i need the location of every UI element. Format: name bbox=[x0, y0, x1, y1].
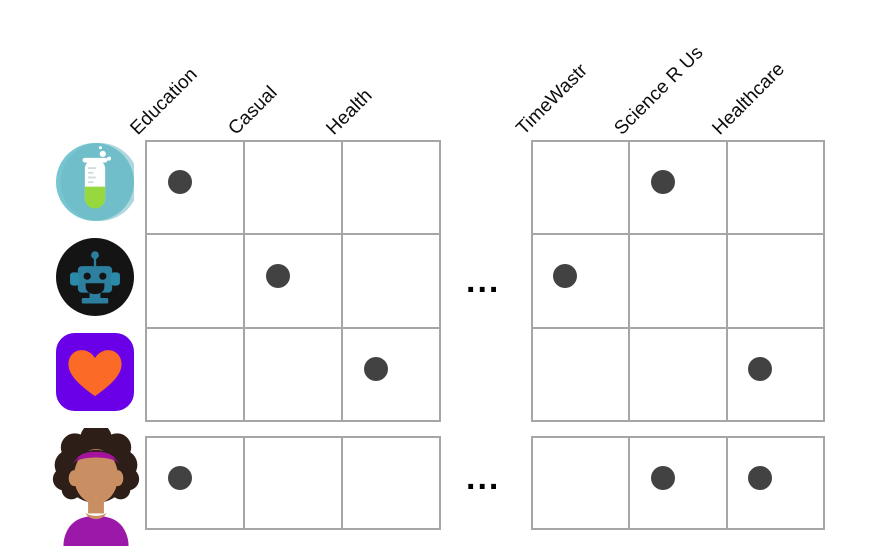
cell-r1c3[interactable] bbox=[343, 142, 441, 236]
cell-r4c1[interactable] bbox=[147, 438, 245, 530]
cell-r4c3[interactable] bbox=[343, 438, 441, 530]
cell-r4c5[interactable] bbox=[630, 438, 728, 530]
heart-app-icon bbox=[56, 333, 134, 411]
selection-dot bbox=[167, 170, 192, 195]
selection-dot bbox=[363, 356, 388, 381]
right-matrix bbox=[531, 140, 825, 422]
left-matrix bbox=[145, 140, 441, 422]
column-header-education: Education bbox=[126, 64, 202, 140]
selection-dot bbox=[265, 263, 290, 288]
column-header-timewastr: TimeWastr bbox=[512, 59, 592, 140]
cell-r2c2[interactable] bbox=[245, 235, 343, 329]
selection-dot bbox=[748, 465, 773, 490]
cell-r4c2[interactable] bbox=[245, 438, 343, 530]
ellipsis-rows-upper: ... bbox=[466, 262, 501, 300]
cell-r3c6[interactable] bbox=[727, 328, 825, 422]
cell-r2c1[interactable] bbox=[147, 235, 245, 329]
ellipsis-rows-lower: ... bbox=[466, 459, 501, 497]
cell-r3c2[interactable] bbox=[245, 328, 343, 422]
cell-r2c4[interactable] bbox=[533, 235, 631, 329]
cell-r1c2[interactable] bbox=[245, 142, 343, 236]
selection-dot bbox=[748, 356, 773, 381]
selection-dot bbox=[553, 263, 578, 288]
cell-r3c1[interactable] bbox=[147, 328, 245, 422]
cell-r2c3[interactable] bbox=[343, 235, 441, 329]
cell-r2c5[interactable] bbox=[630, 235, 728, 329]
test-tube-icon bbox=[56, 143, 134, 221]
user-avatar-icon bbox=[52, 428, 140, 546]
cell-r4c4[interactable] bbox=[533, 438, 631, 530]
column-header-healthcare: Healthcare bbox=[708, 58, 789, 140]
left-matrix-footer-row bbox=[145, 436, 441, 530]
right-matrix-footer-row bbox=[531, 436, 825, 530]
selection-dot bbox=[650, 170, 675, 195]
robot-face-icon bbox=[56, 238, 134, 316]
cell-r1c5[interactable] bbox=[630, 142, 728, 236]
cell-r1c4[interactable] bbox=[533, 142, 631, 236]
selection-dot bbox=[167, 465, 192, 490]
cell-r1c1[interactable] bbox=[147, 142, 245, 236]
cell-r1c6[interactable] bbox=[727, 142, 825, 236]
cell-r3c4[interactable] bbox=[533, 328, 631, 422]
column-header-health: Health bbox=[322, 85, 377, 140]
cell-r2c6[interactable] bbox=[727, 235, 825, 329]
selection-dot bbox=[650, 465, 675, 490]
cell-r3c5[interactable] bbox=[630, 328, 728, 422]
cell-r4c6[interactable] bbox=[727, 438, 825, 530]
column-header-science-r-us: Science R Us bbox=[610, 42, 708, 140]
cell-r3c3[interactable] bbox=[343, 328, 441, 422]
column-header-casual: Casual bbox=[224, 82, 282, 140]
